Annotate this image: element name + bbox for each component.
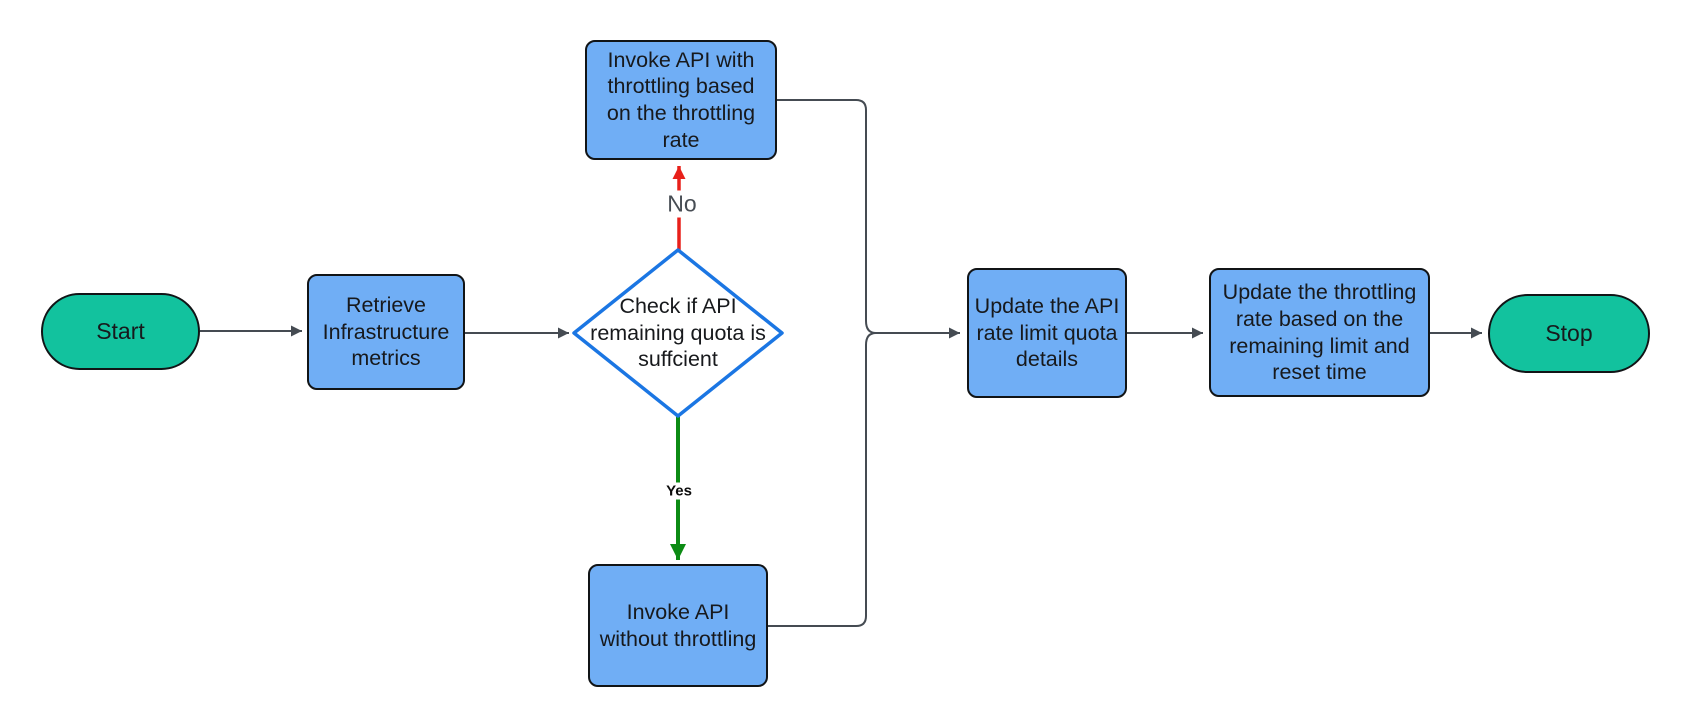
node-invoke-with-throttling: Invoke API with throttling based on the … bbox=[585, 40, 777, 160]
node-update-throttle-rate: Update the throttling rate based on the … bbox=[1209, 268, 1430, 397]
node-decision-label: Check if API remaining quota is suffcien… bbox=[590, 294, 766, 372]
node-stop: Stop bbox=[1488, 294, 1650, 373]
edge-label-yes: Yes bbox=[662, 482, 696, 500]
edge-label-no: No bbox=[663, 190, 701, 218]
edge-invokewithout-update bbox=[768, 332, 877, 627]
node-invoke-without-throttling: Invoke API without throttling bbox=[588, 564, 768, 687]
node-retrieve-metrics: Retrieve Infrastructure metrics bbox=[307, 274, 465, 390]
decision-diamond-shape bbox=[572, 248, 784, 418]
node-start: Start bbox=[41, 293, 200, 370]
edge-invokewith-update bbox=[777, 99, 960, 339]
node-update-quota: Update the API rate limit quota details bbox=[967, 268, 1127, 398]
